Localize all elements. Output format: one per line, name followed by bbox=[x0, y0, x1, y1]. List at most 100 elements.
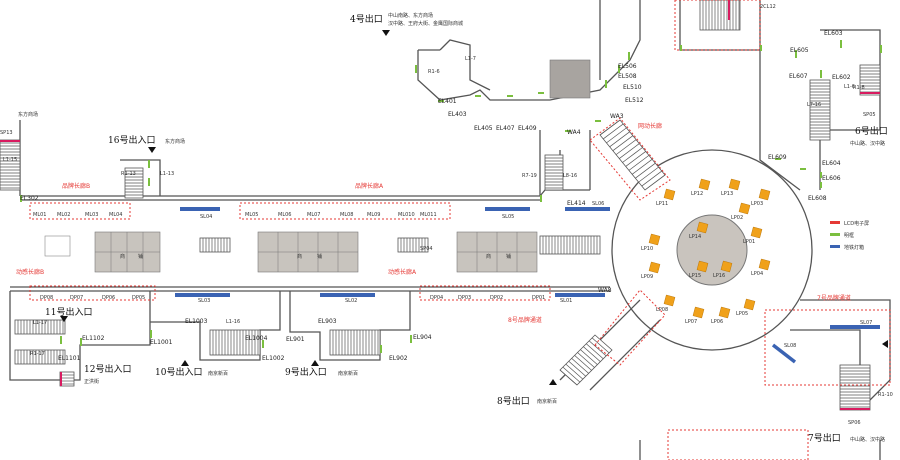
sl-label: SL05 bbox=[502, 214, 514, 220]
light-box bbox=[438, 100, 444, 102]
wa-label: WA3 bbox=[610, 113, 624, 120]
lp-label: LP13 bbox=[721, 191, 733, 197]
el-label: EL1002 bbox=[262, 355, 285, 362]
lcd-sl06 bbox=[565, 207, 610, 211]
light-box bbox=[507, 95, 513, 97]
el-label: EL904 bbox=[413, 334, 432, 341]
el-label: EL605 bbox=[790, 47, 809, 54]
brand-box bbox=[648, 261, 661, 274]
ml-label: ML09 bbox=[367, 212, 380, 218]
light-box bbox=[148, 160, 150, 168]
legend-light-swatch bbox=[830, 233, 840, 236]
shop-blocks: 商 铺 商 铺 商 铺 bbox=[94, 59, 591, 273]
light-box bbox=[595, 120, 601, 122]
stair bbox=[0, 139, 21, 191]
shop-label: 商 bbox=[486, 253, 491, 260]
sl-label: SL03 bbox=[198, 298, 210, 304]
wa-label: WA8 bbox=[598, 287, 612, 294]
stair-label: SP04 bbox=[420, 246, 433, 252]
lp-label: LP08 bbox=[656, 307, 668, 313]
el-label: EL512 bbox=[625, 97, 644, 104]
exit-4-desc1: 中山南路、东方商场 bbox=[388, 12, 433, 19]
exit-12-desc: 正洪街 bbox=[84, 378, 99, 385]
exit-7-arrow bbox=[882, 340, 888, 348]
stair-accent bbox=[840, 408, 870, 410]
lcd-screens bbox=[175, 207, 880, 364]
zone-label-brandB: 品牌长廊B bbox=[62, 182, 90, 190]
stair-label: 2CL12 bbox=[760, 4, 776, 10]
exit-labels: 4号出口 中山南路、东方商场 汉中路、王府大街、金鹰国际商城 6号出口 中山路、… bbox=[18, 12, 888, 444]
exit-left-desc: 东方商场 bbox=[18, 111, 38, 118]
lp-label: LP09 bbox=[641, 274, 653, 280]
lp-label: LP01 bbox=[743, 239, 755, 245]
ml-label: ML011 bbox=[420, 212, 437, 218]
light-box bbox=[80, 338, 82, 346]
light-boxes bbox=[20, 40, 882, 353]
zone-top-right bbox=[674, 0, 761, 51]
shop-label: 铺 bbox=[506, 253, 511, 260]
lcd-sl02 bbox=[320, 293, 375, 297]
stair-label: SP06 bbox=[848, 420, 861, 426]
stair bbox=[14, 319, 66, 335]
brand-box bbox=[758, 258, 771, 271]
light-box bbox=[565, 130, 571, 132]
brand-boxes: LP01LP02LP03LP04LP05LP06LP07LP08LP09LP10… bbox=[641, 178, 771, 325]
stair-accent bbox=[60, 372, 62, 386]
brand-box bbox=[743, 298, 756, 311]
stair-label: L1-17 bbox=[33, 320, 47, 326]
stair bbox=[209, 329, 261, 356]
stair-accent bbox=[860, 92, 880, 94]
lp-label: LP10 bbox=[641, 246, 653, 252]
light-box bbox=[538, 92, 544, 94]
el-label: EL608 bbox=[808, 195, 827, 202]
zone-label-animB: 动感长廊B bbox=[16, 268, 44, 276]
ml-label: ML07 bbox=[307, 212, 320, 218]
lp-label: LP02 bbox=[731, 215, 743, 221]
el-label: EL609 bbox=[768, 154, 787, 161]
stair-label: L7-16 bbox=[807, 102, 821, 108]
brand-box bbox=[718, 306, 731, 319]
brand-box bbox=[663, 188, 676, 201]
exit-10-name: 10号出入口 bbox=[155, 366, 202, 378]
light-box bbox=[60, 336, 62, 344]
el-label: EL902 bbox=[389, 355, 408, 362]
light-box bbox=[840, 40, 842, 48]
el-label: EL510 bbox=[623, 84, 642, 91]
el-label: EL604 bbox=[822, 160, 841, 167]
brand-box bbox=[663, 294, 676, 307]
lp-label: LP11 bbox=[656, 201, 668, 207]
light-box bbox=[880, 45, 882, 53]
brand-box bbox=[696, 221, 709, 234]
light-box bbox=[628, 52, 630, 60]
el-label: EL1102 bbox=[82, 335, 105, 342]
shop-label: 铺 bbox=[138, 253, 143, 260]
zone-label-brandA: 品牌长廊A bbox=[355, 182, 384, 190]
lp-label: LP12 bbox=[691, 191, 703, 197]
exit-6-desc: 中山路、汉中路 bbox=[850, 140, 885, 147]
stair-label: R1-17 bbox=[30, 351, 45, 357]
stair-label: R7-19 bbox=[522, 173, 537, 179]
sl-label: SL02 bbox=[345, 298, 357, 304]
sl-label: SL07 bbox=[860, 320, 872, 326]
stair bbox=[329, 329, 381, 356]
light-box bbox=[680, 45, 682, 51]
brand-box bbox=[758, 188, 771, 201]
stair-label: R1-10 bbox=[878, 392, 893, 398]
light-box bbox=[820, 70, 822, 78]
lp-label: LP14 bbox=[689, 234, 701, 240]
stair-label: R1-6 bbox=[428, 69, 440, 75]
legend-brand: 地铁灯箱 bbox=[844, 244, 864, 251]
exit-10-arrow bbox=[181, 360, 189, 366]
el-label: EL407 bbox=[496, 125, 515, 132]
exit-16-arrow bbox=[148, 147, 156, 153]
el-label: EL1001 bbox=[150, 339, 173, 346]
stairs bbox=[0, 0, 881, 411]
el-label: EL607 bbox=[789, 73, 808, 80]
el-label: EL508 bbox=[618, 73, 637, 80]
exit-12-name: 12号出入口 bbox=[84, 363, 131, 375]
legend: LCD电子屏 明框 地铁灯箱 bbox=[830, 220, 869, 251]
legend-light: 明框 bbox=[844, 232, 854, 239]
ml-label: ML04 bbox=[109, 212, 122, 218]
el-label: EL401 bbox=[438, 98, 457, 105]
